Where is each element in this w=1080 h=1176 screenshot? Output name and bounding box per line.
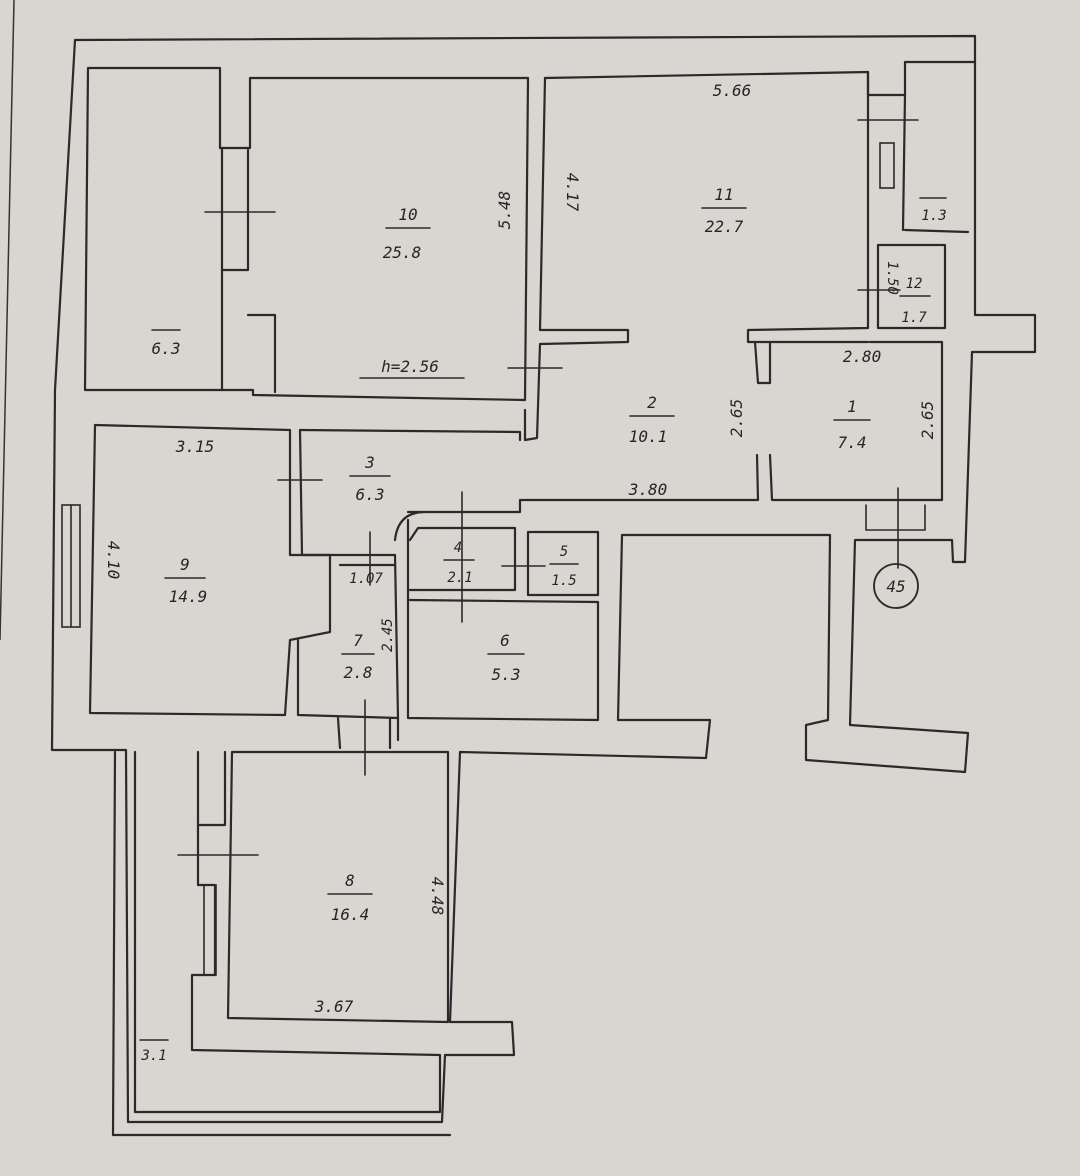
room-9-number: 9 (180, 555, 190, 574)
stair-number: 45 (886, 577, 905, 596)
room-11-number: 11 (714, 185, 733, 204)
room-1-area: 7.4 (838, 433, 867, 452)
height-note-group: h=2.56 (359, 357, 465, 379)
walls-rooms-9-3 (61, 423, 522, 717)
room-11-area: 22.7 (705, 217, 744, 236)
room-3-area: 6.3 (356, 485, 385, 504)
dim-2-65-right: 2.65 (918, 401, 937, 440)
room-2-area: 10.1 (629, 427, 668, 446)
dim-2-45: 2.45 (380, 618, 396, 652)
room-12-area: 1.7 (901, 310, 927, 326)
room-6-area: 5.3 (492, 665, 521, 684)
room-5-area: 1.5 (551, 573, 576, 589)
dim-4-17: 4.17 (563, 173, 582, 212)
dim-1-50: 1.50 (884, 261, 900, 295)
dim-3-15: 3.15 (175, 437, 215, 456)
dim-4-10: 4.10 (104, 541, 123, 580)
room-labels: 10 25.8 11 22.7 2 10.1 1 7.4 12 1.7 3 6.… (164, 185, 931, 924)
room-7-area: 2.8 (344, 663, 373, 682)
door-marks-right (857, 119, 919, 291)
dim-2-65-left: 2.65 (727, 399, 746, 438)
balcony-top-right-area: 1.3 (921, 208, 946, 224)
entry-door-frame (865, 504, 926, 531)
walls-right-small (857, 60, 977, 569)
stair-circle (873, 563, 919, 609)
balcony-left-area: 6.3 (152, 339, 181, 358)
dim-1-07: 1.07 (349, 571, 383, 587)
door-marks-center (364, 491, 546, 776)
room-6-number: 6 (500, 631, 510, 650)
walls-room-8 (133, 750, 450, 1114)
balcony-bottom-area: 3.1 (140, 1048, 166, 1064)
page-edge-line (0, 0, 15, 641)
room-8-area: 16.4 (331, 905, 370, 924)
balcony-labels: 6.3 1.3 3.1 (139, 197, 947, 1064)
room-4-area: 2.1 (447, 570, 472, 586)
room-8-number: 8 (345, 871, 355, 890)
room-10-number: 10 (398, 205, 417, 224)
room-10-area: 25.8 (383, 243, 422, 262)
walls-rooms-11-2 (406, 70, 944, 514)
room-4-number: 4 (454, 540, 462, 556)
room-3-number: 3 (364, 453, 375, 472)
room-7-number: 7 (353, 631, 363, 650)
window-right (879, 142, 895, 189)
walls-rooms-4-5-6-7 (296, 491, 600, 776)
dim-3-80: 3.80 (628, 480, 668, 499)
dim-4-48: 4.48 (428, 877, 447, 916)
room-9-area: 14.9 (169, 587, 208, 606)
room-12-number: 12 (906, 276, 923, 292)
window-room-8 (203, 884, 217, 976)
walls-rooms-10-left (83, 66, 530, 402)
dim-3-67: 3.67 (314, 997, 354, 1016)
room-5-number: 5 (560, 544, 568, 560)
dim-5-66: 5.66 (713, 81, 752, 100)
dim-5-48: 5.48 (495, 191, 514, 230)
dimension-labels: 5.66 5.48 4.17 3.15 4.10 3.80 2.65 2.80 … (104, 81, 937, 1016)
room-2-number: 2 (647, 393, 657, 412)
stair-marker: 45 (873, 563, 919, 609)
outer-walls (50, 34, 1037, 1137)
dim-2-80: 2.80 (843, 347, 882, 366)
ceiling-height-note: h=2.56 (381, 357, 439, 376)
room-1-number: 1 (847, 397, 857, 416)
